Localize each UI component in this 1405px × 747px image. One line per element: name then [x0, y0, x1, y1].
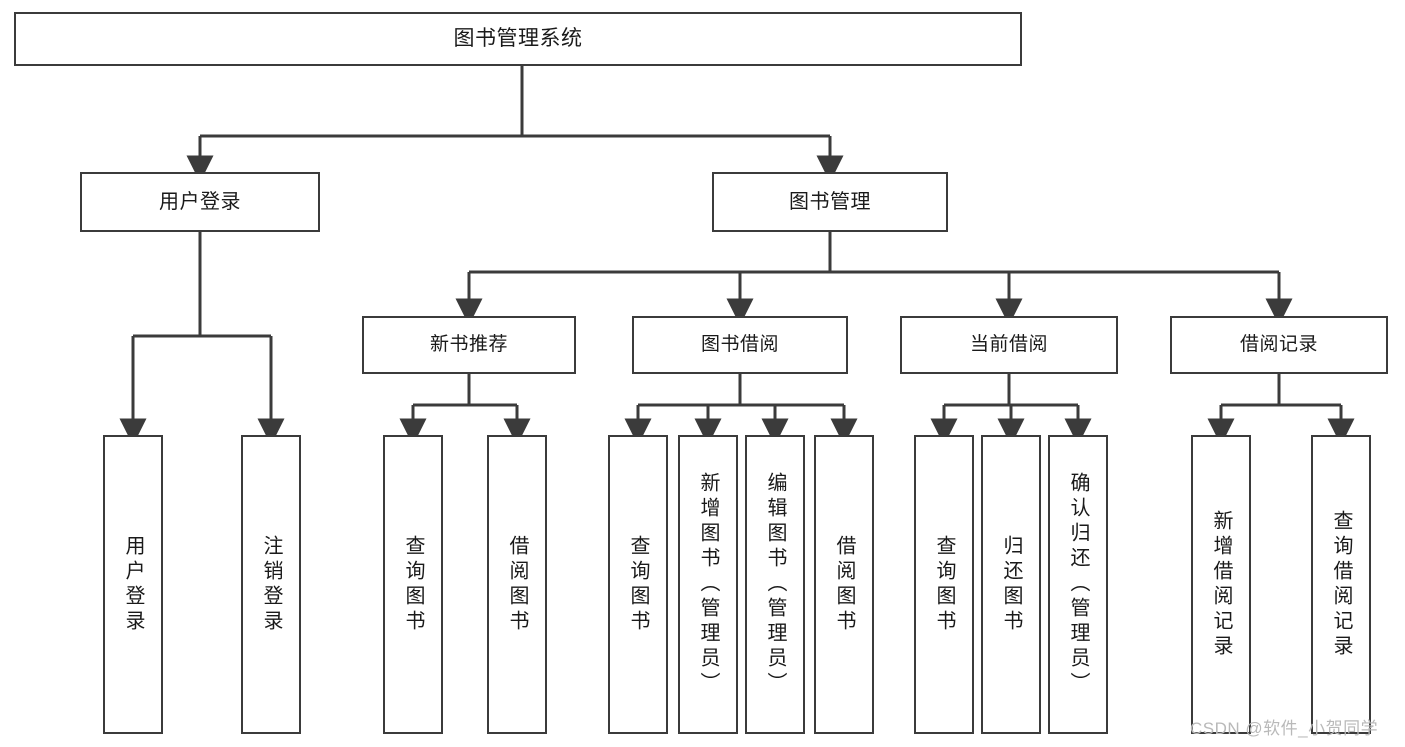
csdn-watermark: CSDN @软件_小贺同学 — [1190, 719, 1379, 738]
node-current-borrow[interactable]: 当前借阅 — [900, 316, 1118, 374]
node-label: 图书管理 — [789, 190, 871, 213]
leaf-label: 编辑图书（管理员） — [764, 472, 786, 697]
leaf-query-book-current[interactable]: 查询图书 — [914, 435, 974, 734]
leaf-label: 查询图书 — [402, 534, 424, 635]
node-root-system[interactable]: 图书管理系统 — [14, 12, 1022, 66]
leaf-label: 查询借阅记录 — [1330, 509, 1352, 660]
leaf-query-borrow-record[interactable]: 查询借阅记录 — [1311, 435, 1371, 734]
leaf-label: 用户登录 — [122, 534, 144, 635]
leaf-label: 查询图书 — [627, 534, 649, 635]
leaf-label: 查询图书 — [933, 534, 955, 635]
leaf-borrow-book-borrow[interactable]: 借阅图书 — [814, 435, 874, 734]
leaf-logout-login[interactable]: 注销登录 — [241, 435, 301, 734]
node-book-borrow[interactable]: 图书借阅 — [632, 316, 848, 374]
node-label: 图书借阅 — [700, 334, 779, 356]
leaf-label: 注销登录 — [260, 534, 282, 635]
node-label: 借阅记录 — [1239, 334, 1318, 356]
node-label: 用户登录 — [159, 190, 241, 213]
leaf-label: 新增借阅记录 — [1210, 509, 1232, 660]
node-label: 图书管理系统 — [453, 27, 583, 51]
node-user-login[interactable]: 用户登录 — [80, 172, 320, 232]
leaf-label: 借阅图书 — [506, 534, 528, 635]
leaf-label: 借阅图书 — [833, 534, 855, 635]
leaf-label: 确认归还（管理员） — [1067, 472, 1089, 697]
leaf-add-borrow-record[interactable]: 新增借阅记录 — [1191, 435, 1251, 734]
node-label: 当前借阅 — [969, 334, 1048, 356]
node-book-management[interactable]: 图书管理 — [712, 172, 948, 232]
leaf-label: 新增图书（管理员） — [697, 472, 719, 697]
leaf-confirm-return-admin[interactable]: 确认归还（管理员） — [1048, 435, 1108, 734]
node-new-book-recommend[interactable]: 新书推荐 — [362, 316, 576, 374]
node-label: 新书推荐 — [429, 334, 508, 356]
leaf-edit-book-admin[interactable]: 编辑图书（管理员） — [745, 435, 805, 734]
leaf-query-book-recommend[interactable]: 查询图书 — [383, 435, 443, 734]
leaf-add-book-admin[interactable]: 新增图书（管理员） — [678, 435, 738, 734]
node-borrow-record[interactable]: 借阅记录 — [1170, 316, 1388, 374]
leaf-return-book[interactable]: 归还图书 — [981, 435, 1041, 734]
leaf-label: 归还图书 — [1000, 534, 1022, 635]
leaf-query-book-borrow[interactable]: 查询图书 — [608, 435, 668, 734]
leaf-user-login[interactable]: 用户登录 — [103, 435, 163, 734]
leaf-borrow-book-recommend[interactable]: 借阅图书 — [487, 435, 547, 734]
